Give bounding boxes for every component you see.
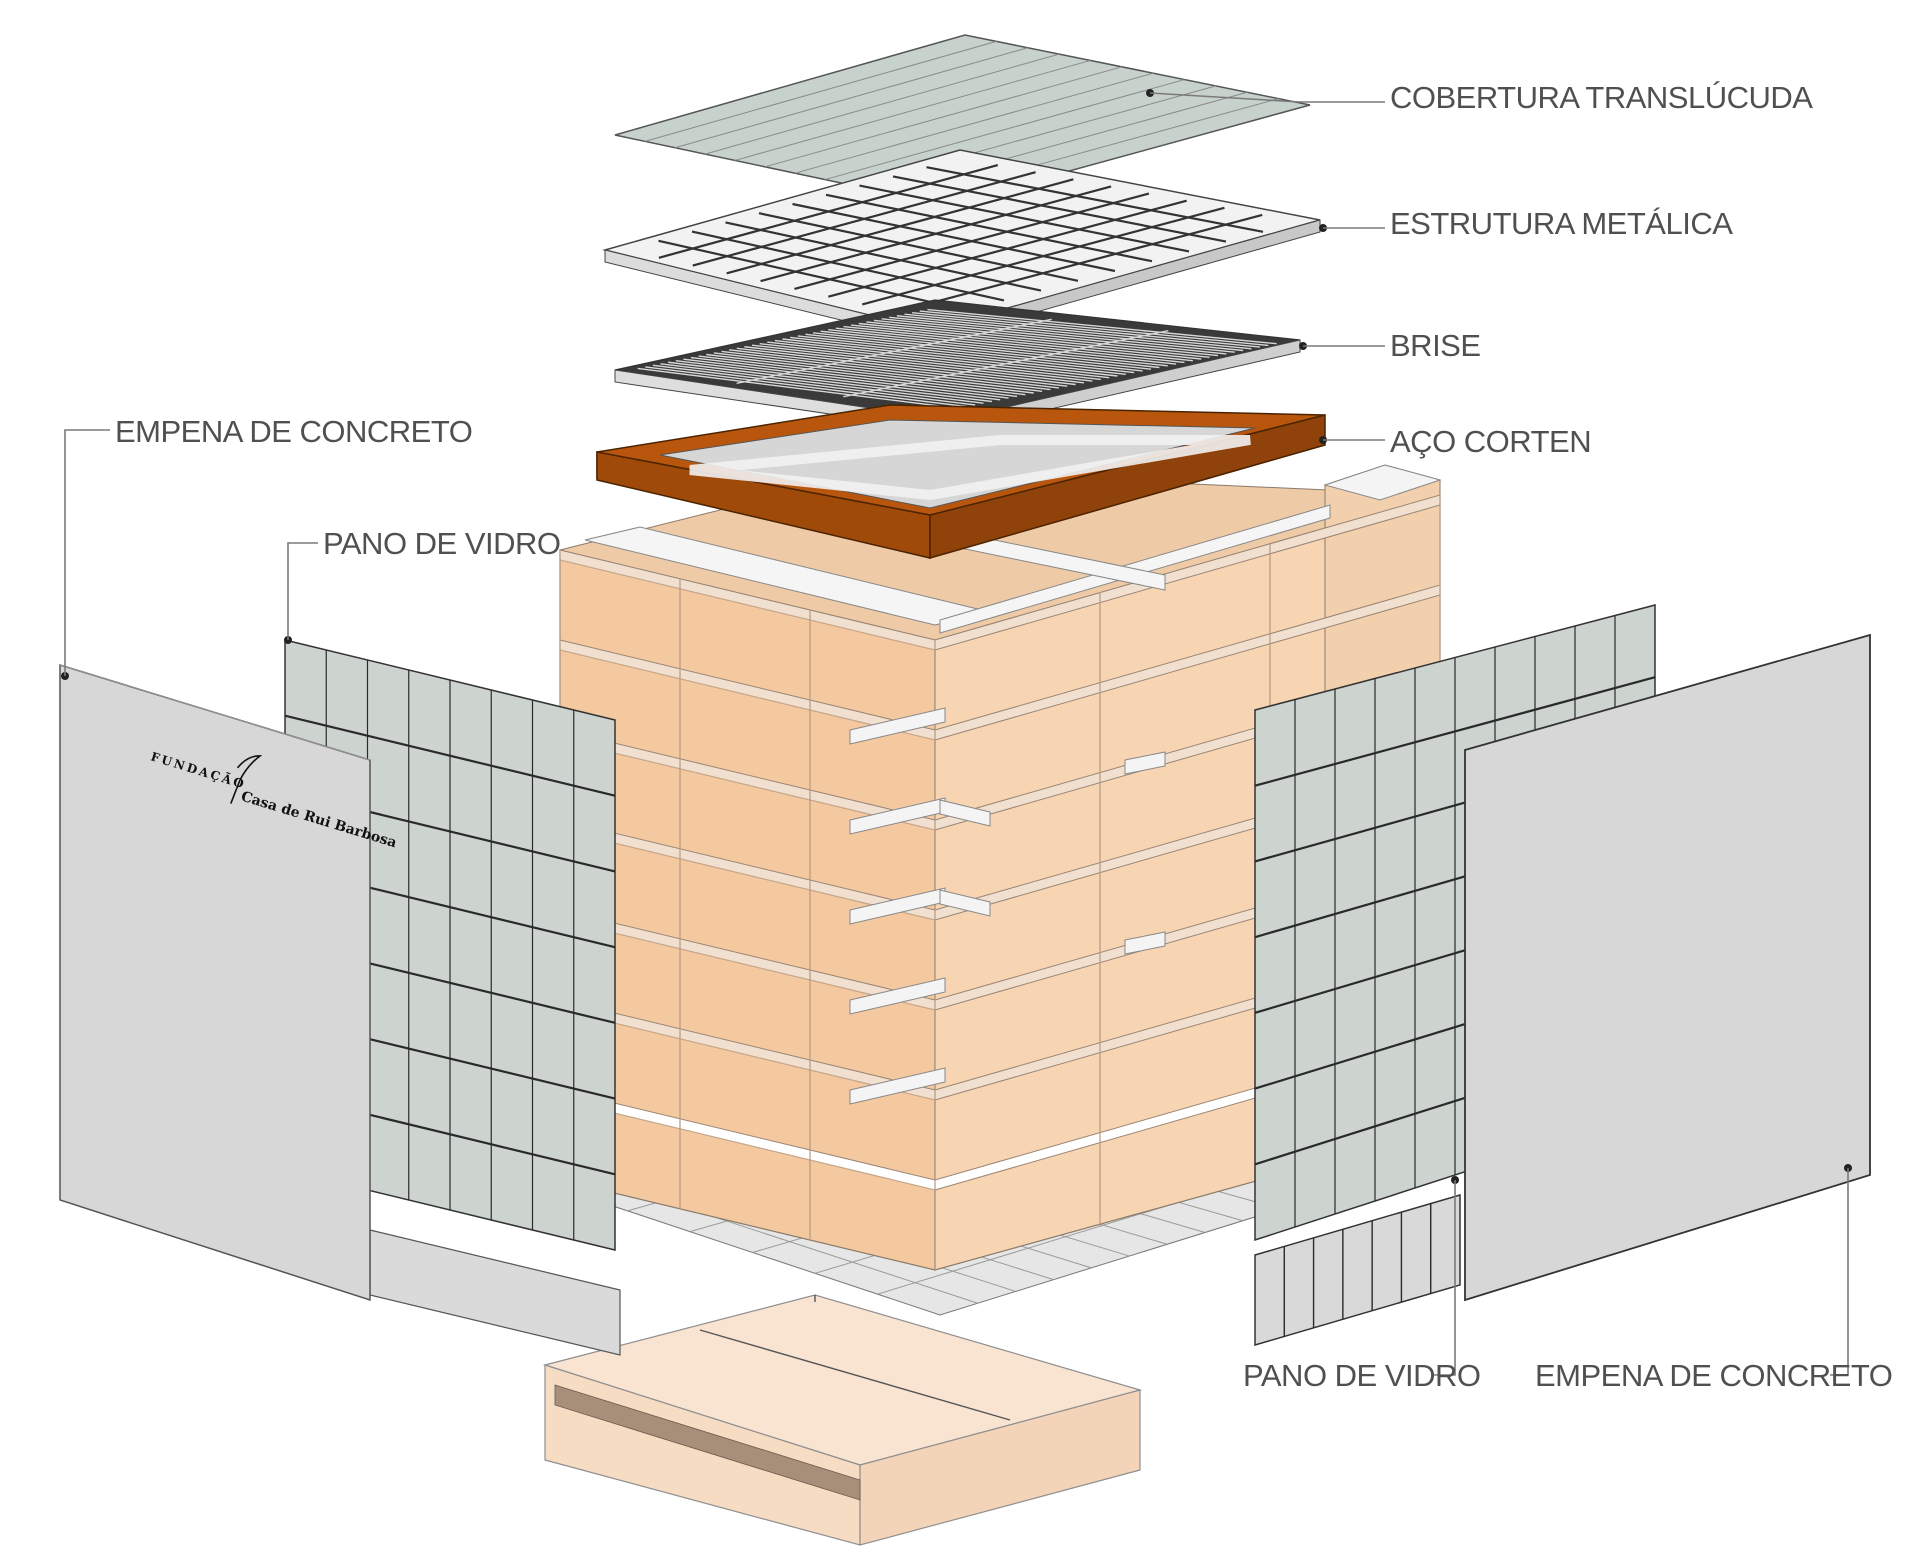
- brise-slat-v: [797, 335, 1135, 374]
- label-concrete-wall-left: EMPENA DE CONCRETO: [115, 414, 472, 449]
- metal-beam-v: [758, 212, 1079, 282]
- glass-mullion-h: [284, 714, 616, 797]
- metal-beam-v: [926, 166, 1264, 233]
- metal-beam-h: [794, 192, 1150, 290]
- brise-slat-v: [713, 352, 1043, 392]
- brise-slat-v: [912, 311, 1260, 348]
- brise-slat-v: [820, 330, 1160, 369]
- metal-beam-h: [760, 185, 1112, 283]
- brise-slat-v: [729, 349, 1059, 389]
- metal-beam-v: [658, 239, 968, 312]
- label-corten-steel: AÇO CORTEN: [1390, 424, 1591, 459]
- label-translucent-roof: COBERTURA TRANSLÚCUDA: [1390, 80, 1813, 115]
- metal-beam-h: [895, 213, 1263, 314]
- beam-end: [939, 889, 991, 917]
- metal-beam-v: [892, 175, 1227, 243]
- brise-slat-v: [812, 332, 1152, 370]
- label-metal-structure: ESTRUTURA METÁLICA: [1390, 206, 1733, 241]
- brise-slat-v: [843, 325, 1185, 364]
- roof-panel-line-h: [644, 40, 997, 142]
- brise-slat-v: [683, 358, 1009, 399]
- brise-slat-v: [652, 364, 976, 406]
- brise-slat-v: [828, 329, 1168, 367]
- basement-volume: [542, 1294, 1143, 1546]
- roof-panel-line-h: [824, 79, 1185, 181]
- brise-slat-v: [774, 339, 1110, 379]
- brise-slat-h: [843, 329, 1169, 398]
- brise-slat-v: [858, 322, 1202, 360]
- brise-slat-v: [660, 363, 984, 404]
- metal-beam-h: [861, 206, 1225, 306]
- brise-slat-v: [744, 346, 1076, 386]
- component-labels: COBERTURA TRANSLÚCUDA ESTRUTURA METÁLICA…: [115, 80, 1893, 1393]
- metal-beam-v: [792, 202, 1116, 273]
- corten-steel-frame: [596, 404, 1326, 559]
- metal-beam-v: [859, 184, 1190, 253]
- metal-beam-h: [726, 178, 1074, 275]
- brise-slat-v: [919, 310, 1269, 347]
- concrete-wall-right: [1464, 633, 1871, 1302]
- beam-end: [849, 707, 946, 745]
- brise-slat-h: [736, 318, 1052, 385]
- beam-end: [849, 1067, 946, 1105]
- beam-end: [939, 799, 991, 827]
- brise-slat-v: [782, 338, 1118, 377]
- brise-slat-v: [721, 350, 1051, 391]
- roof-panel-line-h: [764, 66, 1122, 168]
- brise-slat-v: [896, 315, 1244, 352]
- metal-beam-h: [658, 164, 999, 259]
- label-glass-pane-left: PANO DE VIDRO: [323, 526, 561, 561]
- concrete-wall-left: FUNDAÇÃO Casa de Rui Barbosa: [59, 663, 399, 1302]
- label-concrete-wall-right: EMPENA DE CONCRETO: [1535, 1358, 1892, 1393]
- glass-mullion-h: [1254, 676, 1656, 787]
- brise-slat-v: [873, 319, 1219, 357]
- metal-beam-h: [692, 171, 1036, 267]
- leader-lines: [61, 89, 1852, 1376]
- metal-beam-v: [825, 193, 1153, 263]
- brise-slat-v: [835, 327, 1177, 365]
- brise-slat-v: [881, 318, 1227, 355]
- brise-slat-v: [706, 353, 1034, 394]
- brise-slat-v: [767, 341, 1101, 381]
- metal-beam-h: [828, 199, 1187, 298]
- brise-slat-v: [866, 321, 1210, 358]
- roof-panel-line-h: [704, 53, 1060, 155]
- beam-end: [1124, 931, 1166, 955]
- label-brise: BRISE: [1390, 328, 1481, 363]
- brise-slat-v: [759, 342, 1093, 382]
- brise-slat-v: [889, 316, 1235, 353]
- beam-end: [849, 977, 946, 1015]
- roof-panel-line-h: [794, 72, 1154, 174]
- brise-slat-v: [645, 366, 967, 408]
- brise-slat-v: [751, 344, 1085, 384]
- label-glass-pane-right: PANO DE VIDRO: [1243, 1358, 1481, 1393]
- brise-slat-v: [805, 333, 1143, 372]
- brise-slat-v: [668, 361, 992, 403]
- feather-logo-icon: [230, 755, 263, 804]
- brise-slat-v: [690, 356, 1018, 398]
- brise-slat-v: [790, 336, 1126, 375]
- metal-beam-v: [691, 230, 1005, 302]
- brise-slat-v: [851, 324, 1193, 362]
- metal-beam-v: [725, 221, 1042, 292]
- brise-slat-v: [637, 367, 959, 409]
- roof-panel-line-h: [734, 59, 1091, 161]
- brise-slat-v: [736, 347, 1068, 387]
- brise-slat-v: [927, 308, 1277, 345]
- roof-panel-line-h: [674, 47, 1028, 149]
- brise-slat-v: [904, 313, 1252, 350]
- beam-end: [1124, 751, 1166, 775]
- brise-slat-v: [698, 355, 1026, 396]
- slab-edge: [559, 1099, 936, 1191]
- slab-edge: [559, 559, 936, 651]
- brise-slat-v: [675, 360, 1001, 401]
